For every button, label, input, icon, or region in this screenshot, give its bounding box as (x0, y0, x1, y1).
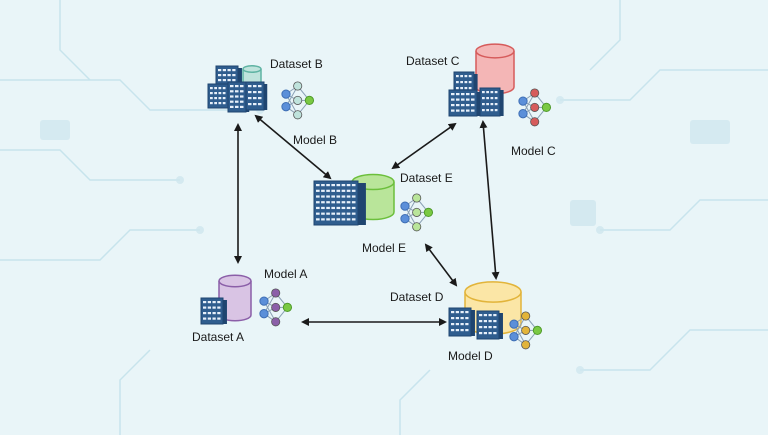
dataset-a-building-icon (200, 297, 227, 325)
arrow-c-e (391, 122, 457, 170)
model-c-network-icon (518, 88, 552, 127)
model-b-label: Model B (293, 133, 338, 147)
dataset-d-building-icon (448, 307, 475, 337)
dataset-b-building-icon (245, 81, 268, 111)
model-a-label: Model A (264, 267, 308, 281)
dataset-b-label: Dataset B (270, 57, 323, 71)
arrow-b-e (254, 114, 332, 180)
model-a-network-icon (259, 288, 293, 327)
dataset-c-cylinder-icon (475, 43, 515, 95)
model-e-label: Model E (362, 241, 407, 255)
dataset-c-building-icon (479, 87, 504, 117)
model-c-label: Model C (511, 144, 556, 158)
model-d-network-icon (509, 311, 543, 350)
dataset-e-label: Dataset E (400, 171, 453, 185)
dataset-e-building-icon (313, 180, 366, 226)
arrow-c-d (479, 120, 500, 280)
model-e-network-icon (400, 193, 434, 232)
arrow-e-d (424, 243, 458, 287)
dataset-c-label: Dataset C (406, 54, 460, 68)
dataset-c-building-icon (448, 89, 483, 117)
model-b-network-icon (281, 81, 315, 120)
dataset-a-label: Dataset A (192, 330, 245, 344)
dataset-c-building-icon (453, 71, 478, 95)
dataset-d-label: Dataset D (390, 290, 444, 304)
model-d-label: Model D (448, 349, 493, 363)
dataset-d-building-icon (476, 310, 503, 340)
dataset-a-cylinder-icon (218, 274, 252, 322)
